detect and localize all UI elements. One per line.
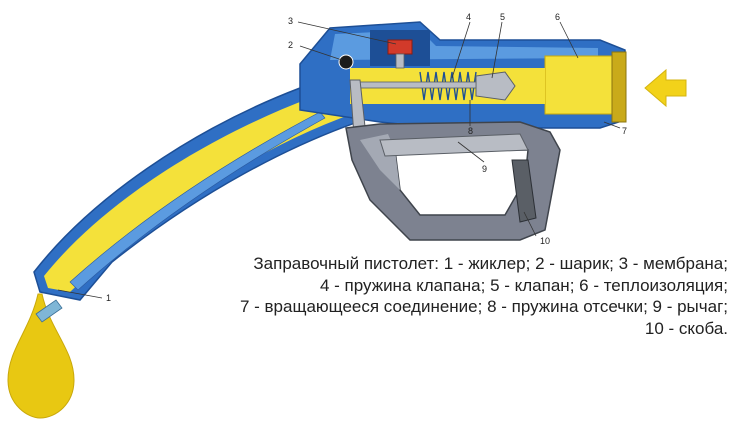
valve-stem xyxy=(359,81,477,89)
membrane-icon xyxy=(387,39,413,55)
diagram-caption: Заправочный пистолет: 1 - жиклер; 2 - ша… xyxy=(128,253,728,339)
part-number-9: 9 xyxy=(482,164,487,174)
part-number-8: 8 xyxy=(468,126,473,136)
ball-icon xyxy=(338,54,354,70)
bracket-icon xyxy=(511,159,537,223)
spout-inner-tube xyxy=(69,111,326,291)
caption-line: Заправочный пистолет: 1 - жиклер; 2 - ша… xyxy=(253,254,728,273)
part-number-3: 3 xyxy=(288,16,293,26)
part-number-4: 4 xyxy=(466,12,471,22)
valve-spring xyxy=(419,71,477,101)
inlet-arrow xyxy=(644,68,687,108)
jet-icon xyxy=(35,299,63,323)
part-number-6: 6 xyxy=(555,12,560,22)
fuel-drop xyxy=(7,293,75,419)
insulation xyxy=(544,55,613,115)
lever-icon xyxy=(379,133,529,157)
rotating-joint xyxy=(611,51,627,123)
valve-icon xyxy=(475,71,516,101)
membrane-rod xyxy=(395,53,405,69)
leader-lines xyxy=(57,21,621,299)
part-number-2: 2 xyxy=(288,40,293,50)
caption-line: 7 - вращающееся соединение; 8 - пружина … xyxy=(239,297,728,316)
part-number-1: 1 xyxy=(106,293,111,303)
caption-line: 4 - пружина клапана; 5 - клапан; 6 - теп… xyxy=(319,275,728,295)
caption-line: 10 - скоба. xyxy=(644,318,728,338)
part-number-5: 5 xyxy=(500,12,505,22)
part-number-10: 10 xyxy=(540,236,550,246)
part-number-7: 7 xyxy=(622,126,627,136)
